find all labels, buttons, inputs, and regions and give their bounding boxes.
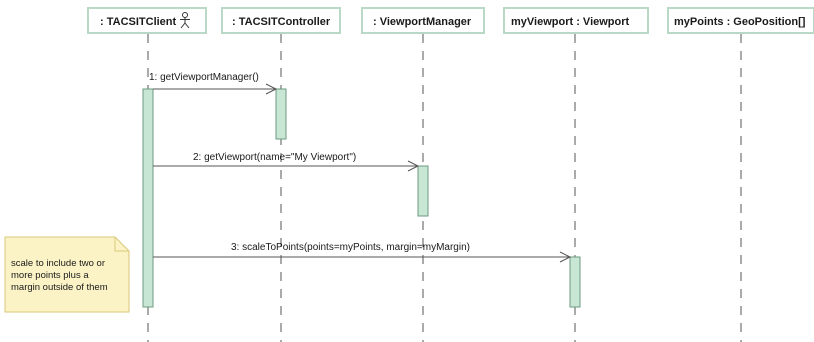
activation-bar [569,256,581,308]
note-line: more points plus a [11,270,89,281]
message-2: 2: getViewport(name="My Viewport") [153,152,420,172]
activation-bar [142,88,154,308]
lifeline-head-label: myPoints : GeoPosition[] [674,16,806,28]
message-1: 1: getViewportManager() [149,72,278,95]
message-label: 1: getViewportManager() [149,72,259,83]
lifeline-viewport-manager: : ViewportManager [361,7,485,342]
lifeline-head-box[interactable] [667,7,814,34]
note-line: margin outside of them [11,282,108,293]
lifeline-head-label: myViewport : Viewport [511,16,630,28]
activation-bar [417,165,429,217]
arrowhead-icon [265,83,278,95]
lifeline-tacsit-client: : TACSITClient [87,7,207,342]
lifeline-head-box[interactable] [361,7,485,34]
message-label: 3: scaleToPoints(points=myPoints, margin… [231,242,470,253]
arrowhead-icon [407,160,420,172]
lifeline-my-viewport: myViewport : Viewport [503,7,649,342]
lifeline-head-label: : TACSITClient [100,16,177,28]
lifeline-head-box[interactable] [87,7,207,34]
lifeline-tacsit-controller: : TACSITController [221,7,341,342]
message-label: 2: getViewport(name="My Viewport") [193,152,356,163]
arrowhead-icon [559,251,572,263]
lifeline-head-label: : ViewportManager [373,16,472,28]
actor-icon [180,12,190,29]
lifeline-head-box[interactable] [221,7,341,34]
lifeline-head-label: : TACSITController [232,16,331,28]
note-fold-corner [114,237,129,252]
lifeline-my-points: myPoints : GeoPosition[] [667,7,814,342]
note-box[interactable] [4,236,130,313]
note: scale to include two or more points plus… [4,236,130,313]
note-line: scale to include two or [11,258,105,269]
activation-bar [275,88,287,140]
message-3: 3: scaleToPoints(points=myPoints, margin… [153,242,572,263]
lifeline-head-box[interactable] [503,7,649,34]
